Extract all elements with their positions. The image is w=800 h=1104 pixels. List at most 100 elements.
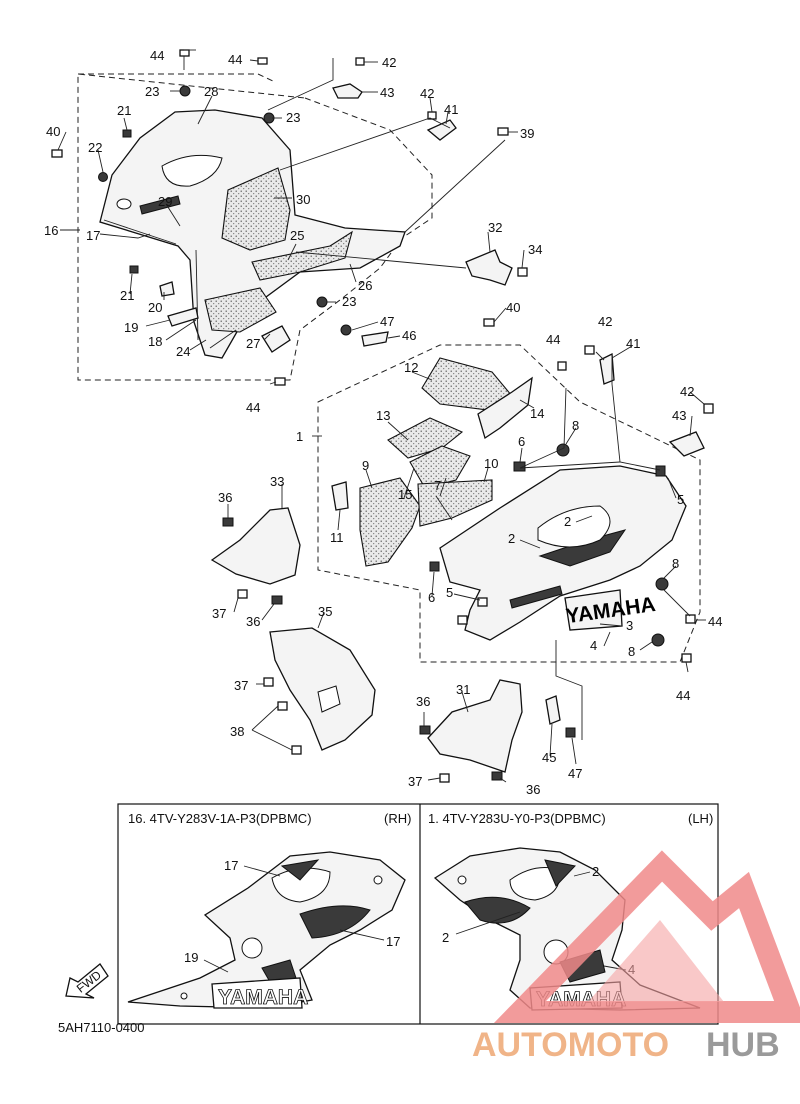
label-40-b: 40 bbox=[506, 300, 520, 315]
bolt-40-left bbox=[51, 149, 63, 158]
label-3: 3 bbox=[626, 618, 633, 633]
label-22: 22 bbox=[88, 140, 102, 155]
panel-13 bbox=[387, 417, 464, 459]
bracket-41-top bbox=[426, 119, 457, 141]
bolt-44-b bbox=[257, 57, 268, 65]
label-6-b: 6 bbox=[428, 590, 435, 605]
label-44-e: 44 bbox=[708, 614, 722, 629]
label-19: 19 bbox=[124, 320, 138, 335]
variant-lh-side: (LH) bbox=[688, 811, 713, 826]
bolt-42-mid bbox=[584, 345, 595, 355]
label-10: 10 bbox=[484, 456, 498, 471]
label-44-f: 44 bbox=[676, 688, 690, 703]
bolt-44-low bbox=[274, 377, 286, 386]
label-39: 39 bbox=[520, 126, 534, 141]
label-37-b: 37 bbox=[234, 678, 248, 693]
label-21-a: 21 bbox=[117, 103, 131, 118]
bolt-34 bbox=[517, 267, 528, 277]
bolt-5-b bbox=[477, 597, 488, 607]
decal-text-rh: YAMAHA bbox=[218, 986, 308, 1009]
label-43-b: 43 bbox=[672, 408, 686, 423]
diagram-code: 5AH7110-0400 bbox=[58, 1020, 145, 1035]
group-16-outline bbox=[77, 73, 433, 381]
label-17: 17 bbox=[86, 228, 100, 243]
clip-20 bbox=[159, 281, 175, 297]
cowling-rh-drawing: YAMAHA bbox=[127, 851, 406, 1009]
label-8-c: 8 bbox=[628, 644, 635, 659]
label-9: 9 bbox=[362, 458, 369, 473]
label-42-d: 42 bbox=[680, 384, 694, 399]
label-37-c: 37 bbox=[408, 774, 422, 789]
cowling-inner-stipple-30 bbox=[221, 167, 291, 251]
nut-6-b bbox=[429, 561, 440, 572]
label-31: 31 bbox=[456, 682, 470, 697]
label-26: 26 bbox=[358, 278, 372, 293]
bolt-42-right bbox=[703, 403, 714, 414]
label-37-a: 37 bbox=[212, 606, 226, 621]
rh-label-17-b: 17 bbox=[386, 934, 400, 949]
cowling-inner-stipple-24 bbox=[204, 287, 277, 333]
label-44-c: 44 bbox=[546, 332, 560, 347]
label-11: 11 bbox=[330, 530, 344, 545]
label-25: 25 bbox=[290, 228, 304, 243]
stay-45 bbox=[545, 695, 561, 725]
bolt-37-mid bbox=[263, 677, 274, 687]
bracket-41-mid bbox=[599, 352, 615, 385]
label-41-a: 41 bbox=[444, 102, 458, 117]
cowling-hole bbox=[116, 198, 132, 210]
label-36-a: 36 bbox=[218, 490, 232, 505]
trim-18 bbox=[167, 307, 199, 327]
label-47-b: 47 bbox=[568, 766, 582, 781]
bolt-44-right-b bbox=[681, 653, 692, 663]
bolt-40-mid bbox=[483, 318, 495, 327]
cover-35 bbox=[269, 627, 376, 751]
nut-36-upper bbox=[222, 517, 234, 527]
label-4: 4 bbox=[590, 638, 597, 653]
cover-35-slot bbox=[317, 685, 341, 713]
cover-33 bbox=[210, 507, 301, 585]
label-34: 34 bbox=[528, 242, 542, 257]
label-43-a: 43 bbox=[380, 85, 394, 100]
label-14: 14 bbox=[530, 406, 544, 421]
bracket-46 bbox=[361, 331, 389, 347]
cowling-strip-29 bbox=[139, 195, 181, 215]
label-40-a: 40 bbox=[46, 124, 60, 139]
bolt-38-a bbox=[277, 701, 288, 711]
watermark-logo: AUTOMOTO HUB bbox=[472, 850, 800, 1064]
label-32: 32 bbox=[488, 220, 502, 235]
label-18: 18 bbox=[148, 334, 162, 349]
plate-27 bbox=[261, 325, 291, 353]
label-44-a: 44 bbox=[150, 48, 164, 63]
label-41-b: 41 bbox=[626, 336, 640, 351]
leader-lines bbox=[57, 49, 706, 783]
bolt-5-c bbox=[457, 615, 468, 625]
duct-31-assembly bbox=[419, 679, 576, 783]
label-36-d: 36 bbox=[526, 782, 540, 797]
label-45: 45 bbox=[542, 750, 556, 765]
label-46: 46 bbox=[402, 328, 416, 343]
variant-rh-side: (RH) bbox=[384, 811, 411, 826]
watermark-text-auto: AUTOMOTO bbox=[472, 1026, 669, 1064]
label-42-a: 42 bbox=[382, 55, 396, 70]
grommet-22 bbox=[98, 172, 108, 182]
bolt-37-upper bbox=[237, 589, 248, 599]
label-23-c: 23 bbox=[342, 294, 356, 309]
variant-rh-title: 16. 4TV-Y283V-1A-P3(DPBMC) bbox=[128, 811, 312, 826]
label-5-a: 5 bbox=[677, 492, 684, 507]
bolt-42-top bbox=[355, 57, 365, 66]
label-47-a: 47 bbox=[380, 314, 394, 329]
label-16: 16 bbox=[44, 223, 58, 238]
label-28: 28 bbox=[204, 84, 218, 99]
lower-cover-assembly bbox=[210, 507, 376, 755]
grommet-23-d bbox=[340, 324, 352, 336]
label-20: 20 bbox=[148, 300, 162, 315]
bolt-38-b bbox=[291, 745, 302, 755]
label-42-b: 42 bbox=[420, 86, 434, 101]
label-35: 35 bbox=[318, 604, 332, 619]
grommet-47 bbox=[565, 727, 576, 738]
stay-32 bbox=[465, 249, 513, 286]
rh-label-17-a: 17 bbox=[224, 858, 238, 873]
cowling-vent-28 bbox=[161, 154, 223, 187]
group-1-outline bbox=[317, 344, 701, 663]
